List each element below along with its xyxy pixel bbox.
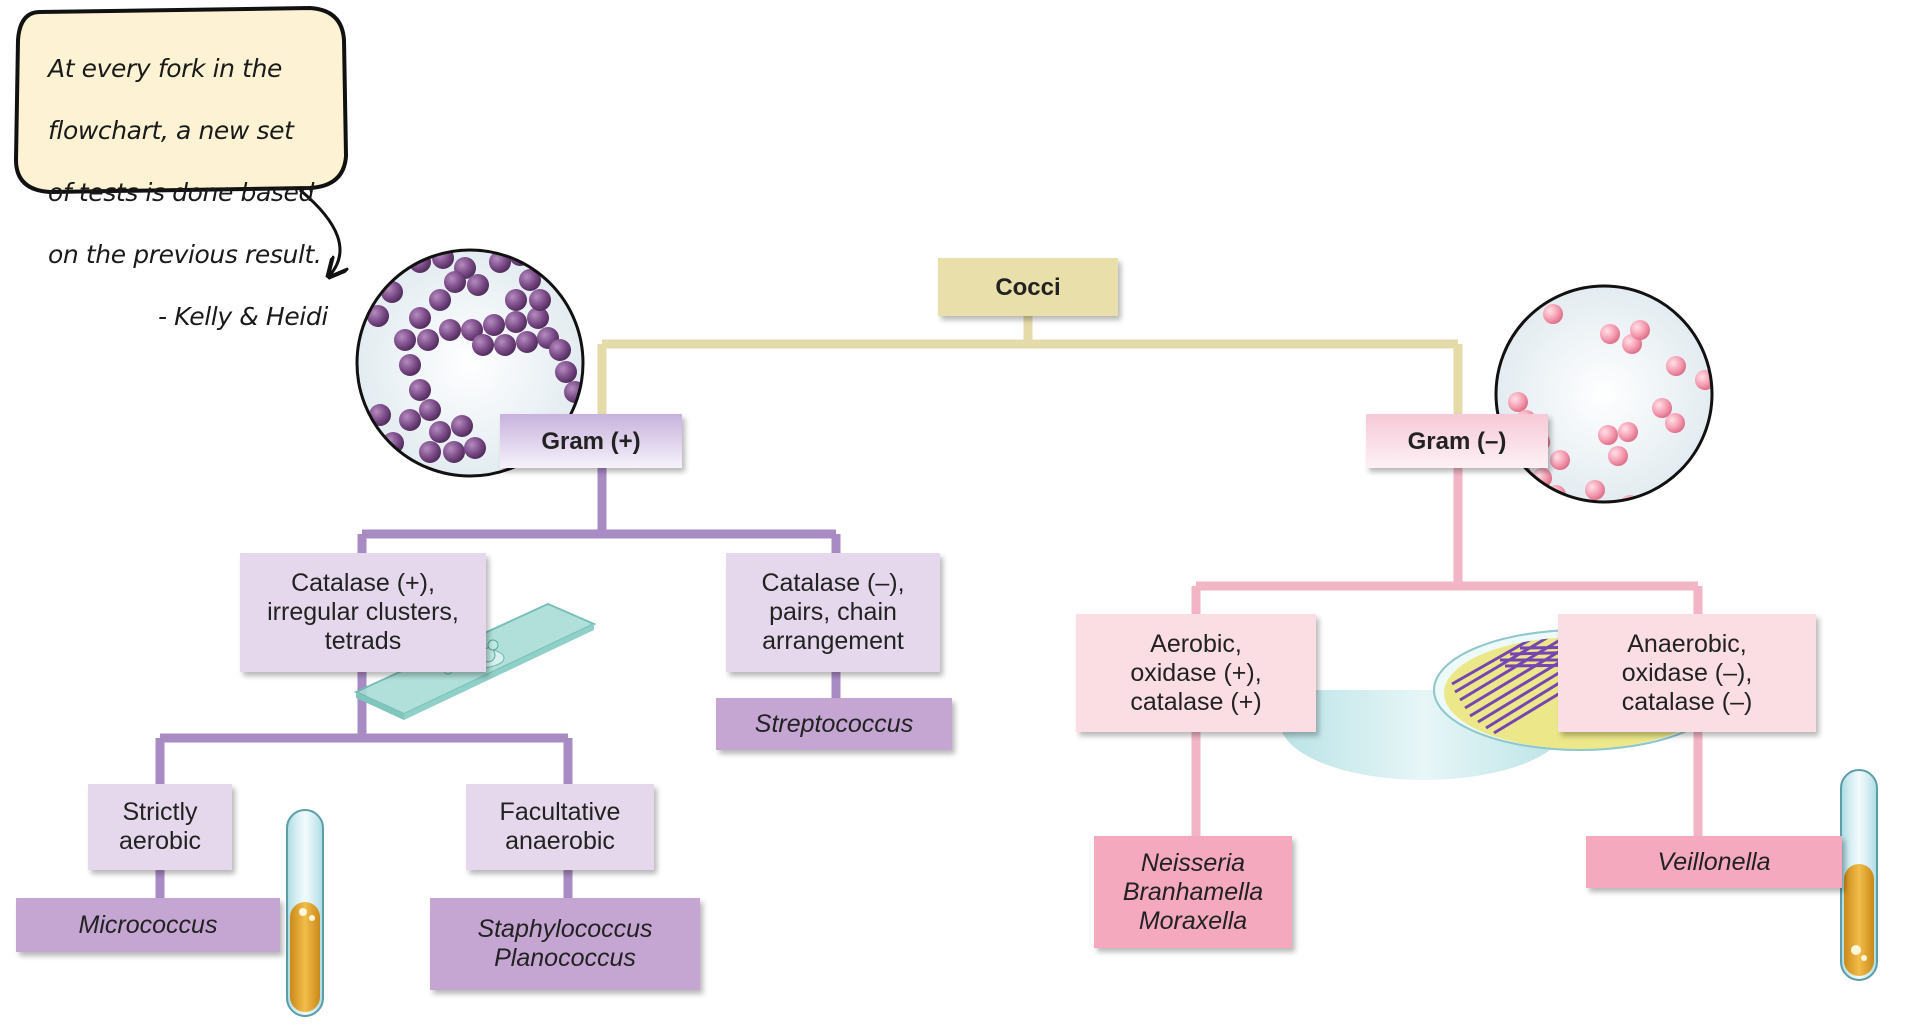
test-tube-icon — [1840, 769, 1878, 981]
node-line: Aerobic, — [1150, 629, 1242, 658]
node-line: Anaerobic, — [1627, 629, 1747, 658]
node-line: irregular clusters, — [267, 598, 459, 626]
node-line: oxidase (–), — [1621, 658, 1753, 687]
speech-bubble-icon — [13, 5, 346, 275]
node-line: Catalase (+), — [291, 569, 435, 597]
node-line: oxidase (+), — [1130, 658, 1262, 687]
catalase-negative-node: Catalase (–), pairs, chain arrangement — [726, 553, 940, 672]
gram-negative-micrograph-icon — [1494, 284, 1714, 504]
genus-name: Planococcus — [494, 944, 636, 972]
genus-name: Staphylococcus — [477, 915, 653, 943]
gram-positive-node: Gram (+) — [500, 414, 682, 468]
anaerobic-oxidase-negative-node: Anaerobic, oxidase (–), catalase (–) — [1558, 614, 1816, 732]
genus-name: Micrococcus — [78, 910, 218, 939]
node-line: catalase (–) — [1621, 687, 1753, 716]
gram-positive-label: Gram (+) — [541, 427, 641, 455]
gram-negative-label: Gram (–) — [1407, 427, 1507, 455]
root-connectors — [597, 316, 1463, 415]
genus-name: Streptococcus — [754, 709, 914, 738]
aerobic-oxidase-positive-node: Aerobic, oxidase (+), catalase (+) — [1076, 614, 1316, 732]
callout-text: At every fork in the flowchart, a new se… — [48, 22, 358, 363]
genus-name: Branhamella — [1122, 877, 1264, 906]
genus-micrococcus: Micrococcus — [16, 898, 280, 952]
test-tube-icon — [286, 809, 324, 1017]
node-line: Strictly — [122, 798, 198, 826]
node-line: arrangement — [762, 627, 904, 655]
node-line: tetrads — [324, 627, 402, 655]
node-line: pairs, chain — [769, 598, 897, 626]
callout-line: At every fork in the — [48, 54, 282, 83]
strictly-aerobic-node: Strictly aerobic — [88, 784, 232, 870]
node-line: aerobic — [119, 827, 201, 855]
genus-staphylococcus-planococcus: Staphylococcus Planococcus — [430, 898, 700, 990]
catalase-positive-node: Catalase (+), irregular clusters, tetrad… — [240, 553, 486, 672]
genus-name: Moraxella — [1138, 906, 1248, 935]
genus-name: Veillonella — [1657, 847, 1771, 876]
gram-negative-connectors — [1191, 468, 1703, 836]
root-node-cocci: Cocci — [938, 258, 1118, 316]
node-line: Facultative — [499, 798, 621, 826]
node-line: anaerobic — [505, 827, 615, 855]
callout-line: of tests is done based — [48, 178, 314, 207]
callout-line: on the previous result. — [48, 240, 322, 269]
callout-line: flowchart, a new set — [48, 116, 294, 145]
callout-signature: - Kelly & Heidi — [158, 302, 328, 331]
gram-positive-connectors — [155, 468, 841, 898]
gram-negative-node: Gram (–) — [1366, 414, 1548, 468]
genus-streptococcus: Streptococcus — [716, 698, 952, 750]
genus-neisseria-branhamella-moraxella: Neisseria Branhamella Moraxella — [1094, 836, 1292, 948]
node-line: Catalase (–), — [761, 569, 905, 597]
facultative-anaerobic-node: Facultative anaerobic — [466, 784, 654, 870]
genus-veillonella: Veillonella — [1586, 836, 1842, 888]
root-label: Cocci — [995, 273, 1061, 301]
genus-name: Neisseria — [1140, 848, 1246, 877]
node-line: catalase (+) — [1130, 687, 1262, 716]
